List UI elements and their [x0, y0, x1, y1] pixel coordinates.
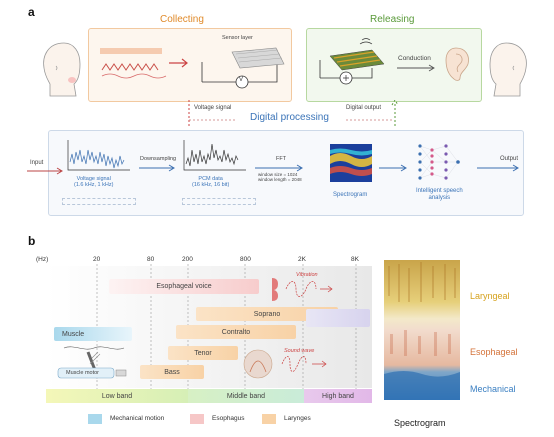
output-arrow-icon	[477, 164, 519, 172]
digital-output-label: Digital output	[346, 105, 382, 111]
sensor-circuit-illustration	[201, 47, 285, 89]
skin-sensor-illustration	[100, 48, 167, 79]
soprano-bar: Soprano	[196, 307, 338, 321]
intelligent-analysis-label: Intelligent speech analysis	[416, 188, 463, 201]
voltmeter-symbol: V	[239, 77, 244, 83]
contralto-bar: Contralto	[176, 325, 296, 339]
spectrogram-label-mechanical: Mechanical	[470, 384, 516, 394]
legend-swatch-mechanical	[88, 414, 102, 424]
muscle-motor-label: Muscle motor	[66, 370, 100, 376]
pcm-data-label: PCM data (16 kHz, 16 bit)	[192, 176, 230, 189]
spectrogram-label-laryngeal: Laryngeal	[470, 291, 510, 301]
input-label: Input	[30, 160, 44, 166]
dotted-connector-right	[391, 100, 399, 126]
legend-swatch-esophagus	[190, 414, 204, 424]
speaker-head-left-icon	[43, 42, 81, 97]
listener-head-right-icon	[489, 42, 527, 97]
legend-label-larynges: Larynges	[284, 415, 311, 422]
input-arrow-icon	[27, 167, 63, 175]
tick-2k: 2K	[298, 256, 306, 263]
speaker-device-illustration	[319, 38, 385, 85]
vibration-larynx-illustration	[272, 278, 333, 301]
pcm-waveform-chart	[183, 140, 246, 171]
legend-swatch-larynges	[262, 414, 276, 424]
collecting-title: Collecting	[160, 14, 204, 25]
processing-pipeline-box	[48, 130, 524, 216]
voltage-signal-label: Voltage signal	[194, 105, 232, 111]
low-band-bar: Low band	[46, 389, 188, 403]
ear-icon	[445, 47, 469, 81]
legend-label-mechanical: Mechanical motion	[110, 415, 165, 422]
voltage-signal-box-label: Voltage signal (1.6 kHz, 1 kHz)	[74, 176, 114, 189]
sound-wave-label: Sound wave	[284, 348, 315, 354]
output-label: Output	[500, 156, 519, 162]
tick-800: 800	[240, 256, 251, 263]
spectrogram-image	[384, 260, 460, 400]
legend-label-esophagus: Esophagus	[212, 415, 245, 422]
hz-unit-label: (Hz)	[36, 256, 49, 263]
spectrogram-label-esophageal: Esophageal	[470, 347, 518, 357]
high-band-bar: High band	[304, 389, 372, 403]
middle-band-bar: Middle band	[188, 389, 304, 403]
esophageal-voice-bar: Esophageal voice	[109, 279, 259, 294]
conduction-arrow-icon	[397, 64, 435, 72]
muscle-motor-illustration	[57, 346, 127, 379]
spectrogram-step-label: Spectrogram	[333, 192, 368, 198]
voltage-data-strip	[62, 198, 136, 205]
sensor-layer-label: Sensor layer	[222, 35, 253, 41]
voltage-waveform-chart	[67, 140, 130, 171]
fft-label: FFT	[276, 156, 287, 162]
tick-80: 80	[147, 256, 155, 263]
sound-wave-illustration	[243, 349, 327, 379]
panel-a-label: a	[28, 5, 35, 19]
tick-8k: 8K	[351, 256, 359, 263]
bass-bar: Bass	[140, 365, 204, 379]
panel-b-label: b	[28, 234, 36, 248]
fft-params-label: window size = 1024 window length = 2048	[258, 172, 302, 183]
analysis-arrow-icon	[379, 164, 407, 172]
spectrogram-thumbnail	[330, 144, 372, 182]
tick-200: 200	[182, 256, 193, 263]
downsampling-label: Downsampling	[140, 156, 177, 162]
digital-processing-title: Digital processing	[250, 112, 329, 123]
vibration-label: Vibration	[296, 272, 318, 278]
tenor-bar: Tenor	[168, 346, 238, 360]
neural-network-icon	[418, 144, 460, 180]
fft-arrow-icon	[255, 164, 303, 172]
tick-20: 20	[93, 256, 101, 263]
spectrogram-title: Spectrogram	[394, 418, 446, 428]
releasing-title: Releasing	[370, 14, 415, 25]
pcm-data-strip	[182, 198, 256, 205]
conduction-label: Conduction	[398, 55, 431, 62]
dotted-connector-left	[188, 100, 190, 126]
downsampling-arrow-icon	[139, 164, 175, 172]
collecting-arrow-icon	[169, 58, 188, 68]
high-frequency-bar	[306, 309, 370, 327]
muscle-bar: Muscle	[54, 327, 132, 341]
